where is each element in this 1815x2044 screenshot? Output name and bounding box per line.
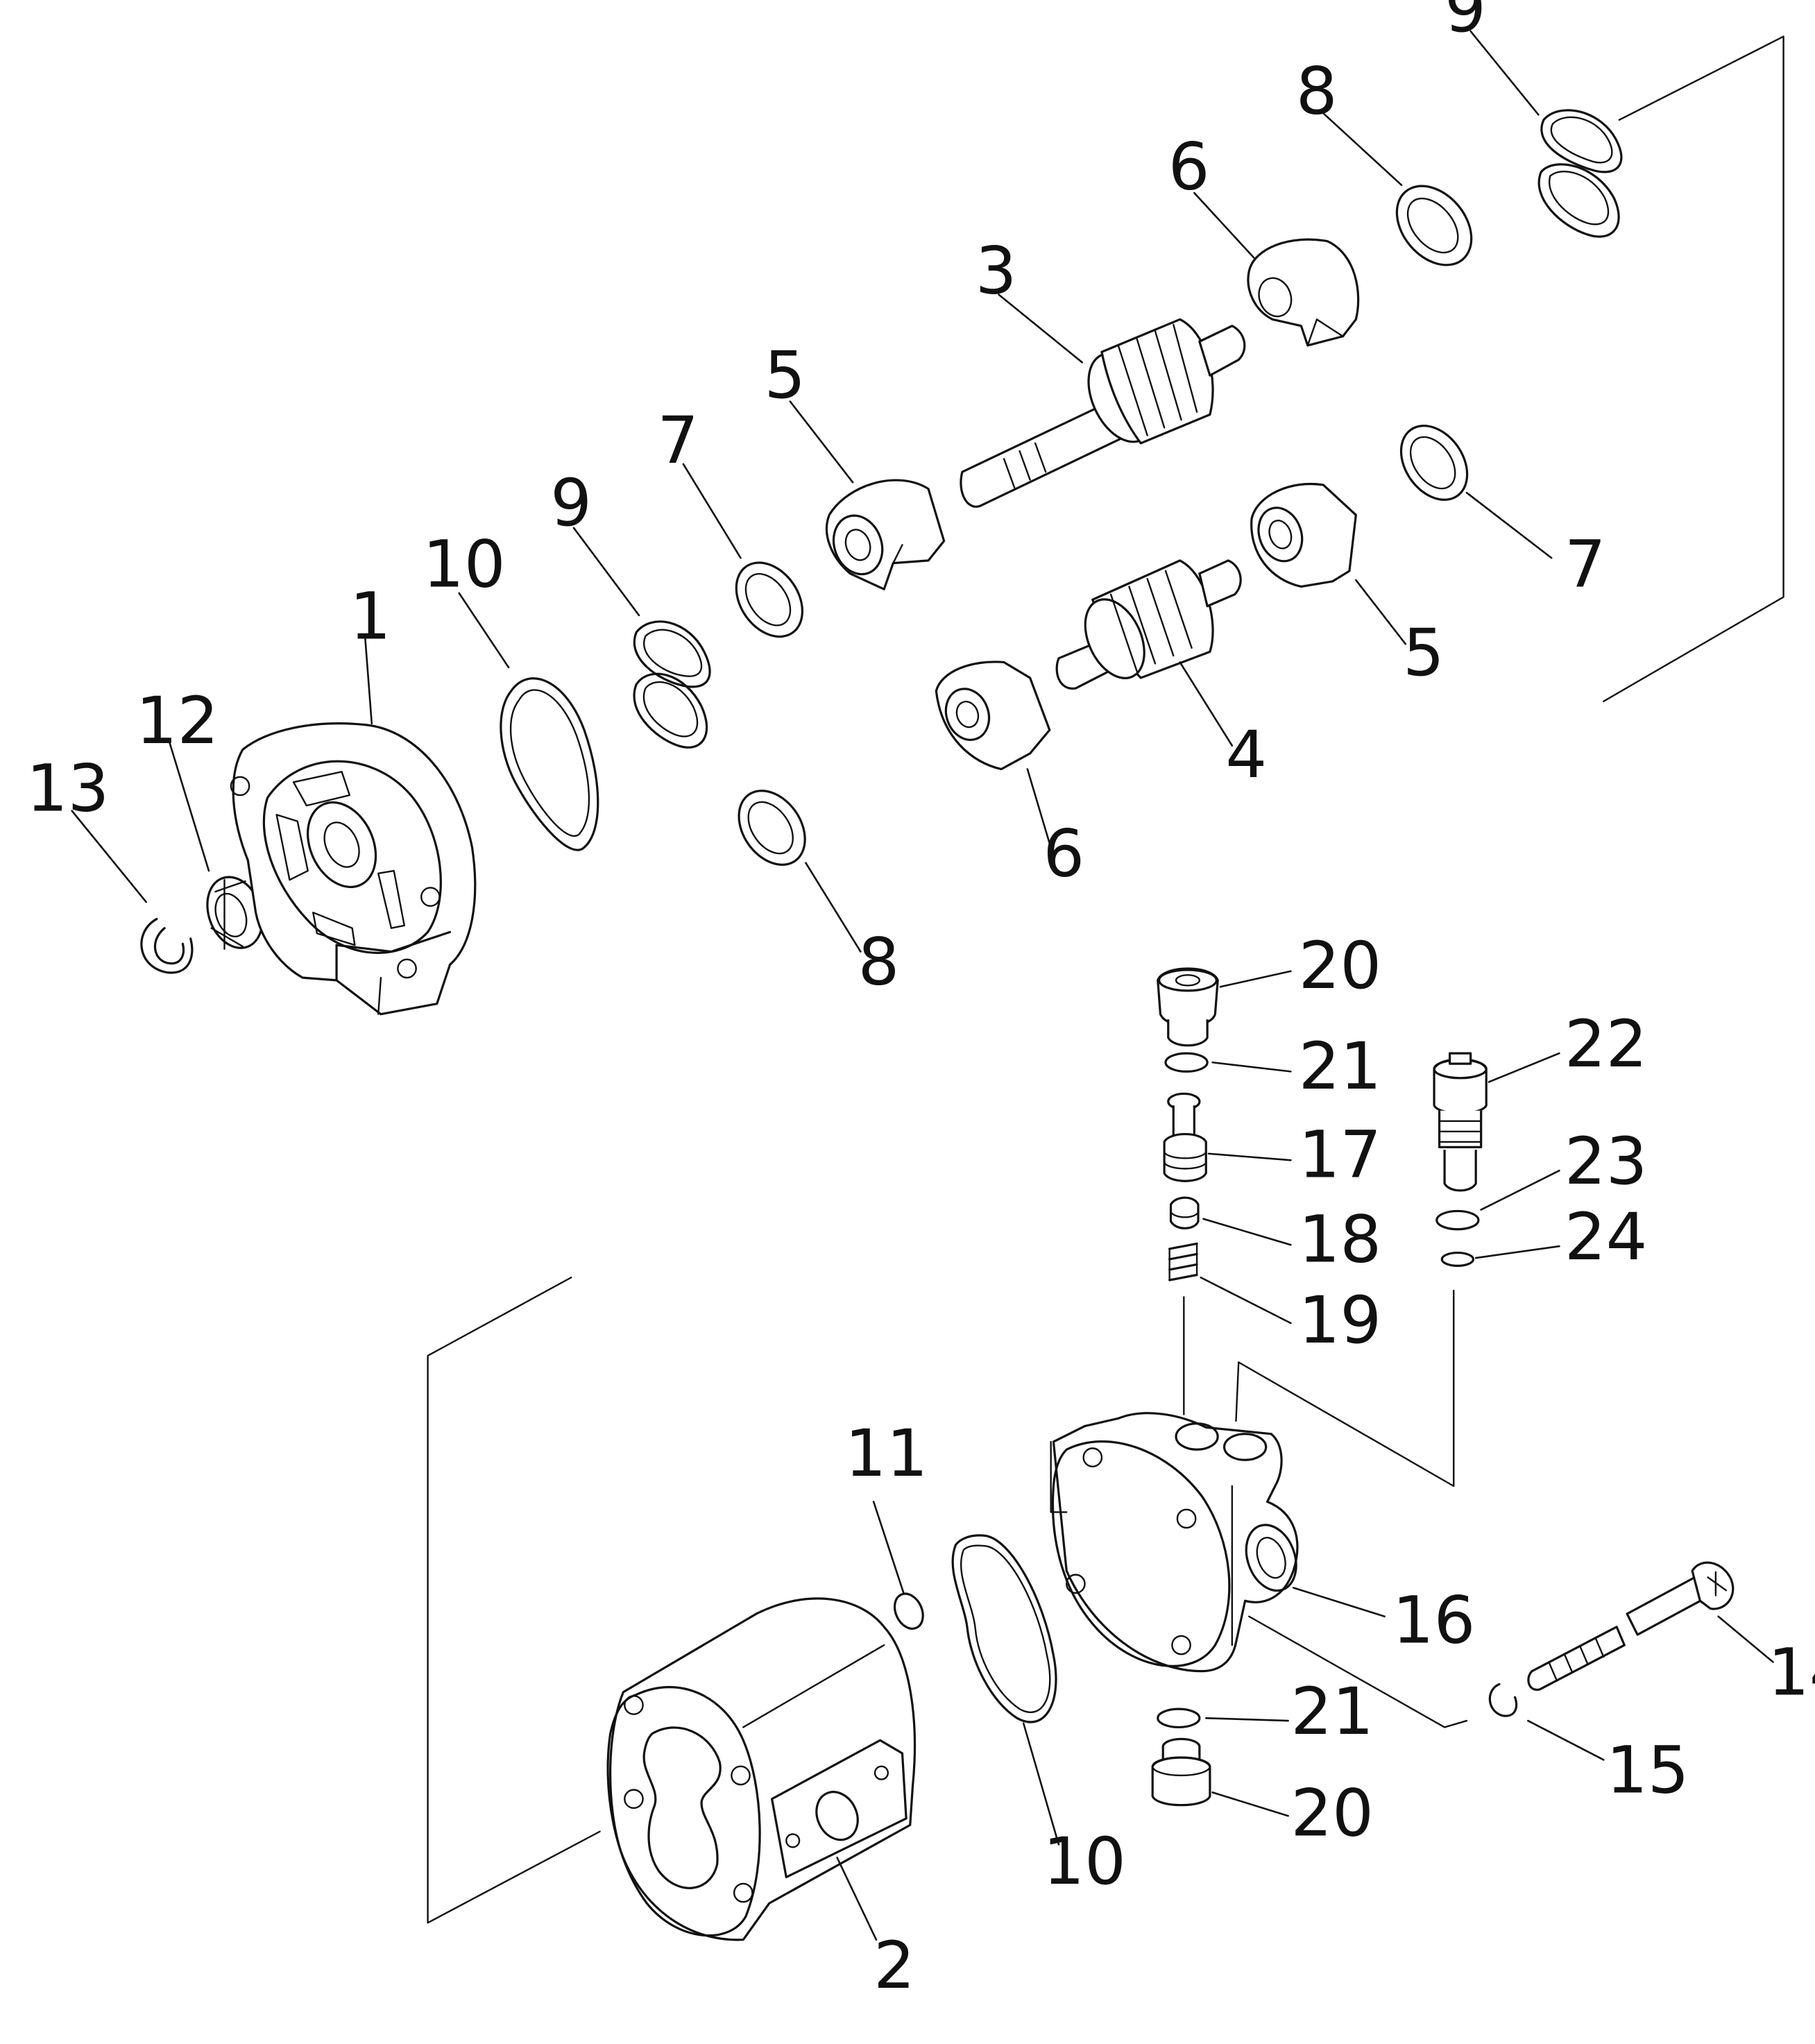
callout-18: 18 — [1299, 1202, 1382, 1278]
plug-part-20-top — [1158, 969, 1218, 1046]
drive-shaft-part-3 — [961, 319, 1245, 506]
callout-16: 16 — [1392, 1583, 1476, 1658]
leader-lines — [72, 31, 1773, 1940]
callout-7-right: 7 — [1565, 527, 1606, 602]
o-ring-part-11 — [889, 1589, 928, 1633]
bushing-part-6-top — [1248, 239, 1358, 346]
callout-21-bottom: 21 — [1290, 1674, 1374, 1750]
gasket-part-10-bottom — [953, 1535, 1056, 1722]
callout-4: 4 — [1225, 717, 1267, 793]
callout-9-top: 9 — [1445, 0, 1486, 47]
gear-case-part-2 — [608, 1599, 914, 1940]
bushing-part-5-right — [1252, 484, 1356, 586]
callout-19: 19 — [1299, 1283, 1382, 1359]
o-ring-part-24 — [1442, 1253, 1473, 1266]
callout-7-left: 7 — [657, 403, 699, 479]
piston-part-18 — [1171, 1198, 1198, 1228]
callout-8-top: 8 — [1296, 53, 1338, 129]
valve-spool-part-17 — [1164, 1093, 1206, 1181]
callout-14: 14 — [1768, 1635, 1815, 1710]
callout-5-left: 5 — [764, 338, 806, 414]
callout-2: 2 — [874, 1928, 915, 2004]
callout-11: 11 — [845, 1416, 928, 1492]
assembly-outline-lines — [428, 37, 1784, 1923]
washer-part-15 — [1490, 1684, 1516, 1716]
figure-eight-seal-part-9-top — [1539, 110, 1621, 237]
front-cover-part-1 — [231, 724, 475, 1014]
callout-15: 15 — [1606, 1732, 1689, 1808]
callout-22: 22 — [1565, 1007, 1648, 1082]
callout-12: 12 — [136, 683, 219, 759]
relief-valve-part-22 — [1434, 1053, 1486, 1191]
callout-20-bottom: 20 — [1290, 1775, 1374, 1851]
callout-10-top: 10 — [423, 527, 506, 602]
callout-labels: 13 12 1 10 9 7 5 3 6 8 9 7 5 4 6 8 20 21… — [26, 0, 1815, 2004]
callout-10-bottom: 10 — [1043, 1824, 1126, 1900]
callout-5-right: 5 — [1403, 615, 1445, 691]
rear-cover-part-16 — [1051, 1413, 1305, 1671]
callout-6-bottom: 6 — [1043, 817, 1084, 892]
callout-23: 23 — [1565, 1124, 1648, 1200]
callout-3: 3 — [975, 234, 1017, 309]
spring-part-19 — [1170, 1243, 1197, 1280]
bolt-part-14 — [1528, 1562, 1733, 1689]
ring-part-7-right — [1388, 414, 1481, 513]
ring-part-7-left — [723, 550, 817, 649]
o-ring-part-21-bottom — [1158, 1709, 1200, 1727]
callout-17: 17 — [1299, 1118, 1382, 1193]
bushing-part-6-bottom — [936, 662, 1049, 769]
callout-8-left: 8 — [858, 925, 900, 1000]
callout-24: 24 — [1565, 1200, 1648, 1275]
bushing-part-5-left — [826, 480, 944, 589]
callout-20-top: 20 — [1299, 928, 1382, 1004]
figure-eight-seal-part-9-left — [634, 622, 710, 747]
callout-1: 1 — [350, 579, 391, 655]
ring-part-8-top — [1381, 171, 1486, 280]
o-ring-part-23 — [1437, 1211, 1479, 1229]
ring-part-8-left — [725, 778, 819, 878]
snap-ring-part-13 — [142, 919, 192, 973]
callout-9-left: 9 — [550, 466, 592, 541]
gasket-part-10-top — [501, 679, 598, 850]
plug-part-20-bottom — [1152, 1739, 1210, 1805]
o-ring-part-21-top — [1166, 1053, 1207, 1071]
callout-13: 13 — [26, 751, 110, 827]
callout-6-top: 6 — [1168, 129, 1210, 205]
callout-21-top: 21 — [1299, 1029, 1382, 1105]
driven-gear-part-4 — [1057, 561, 1241, 688]
